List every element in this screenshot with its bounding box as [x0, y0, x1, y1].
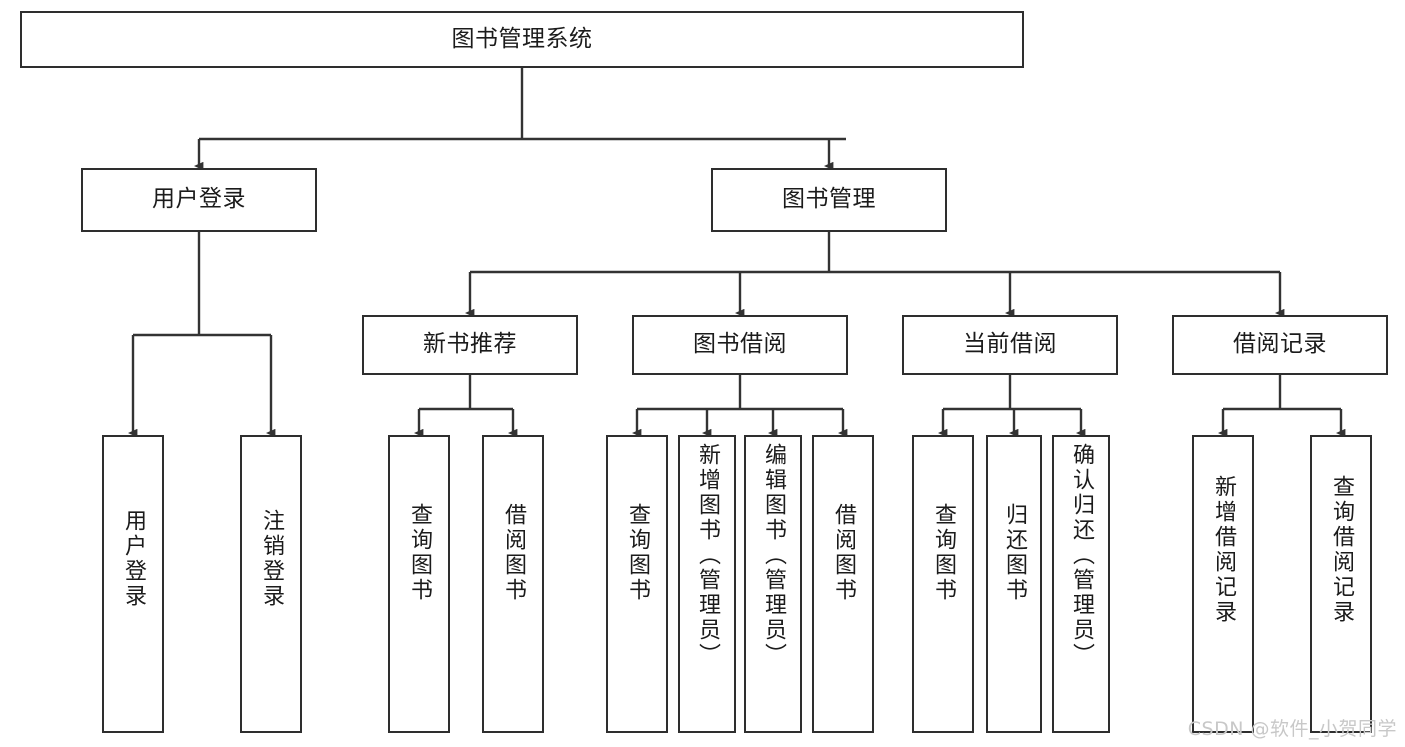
node-leaf-return-book[interactable]: 归还图书	[986, 435, 1042, 733]
node-leaf-add-borrow-record-label: 新增借阅记录	[1211, 475, 1236, 625]
node-leaf-borrow-book-recommend[interactable]: 借阅图书	[482, 435, 544, 733]
node-leaf-add-book-admin-label: 新增图书（管理员）	[695, 443, 720, 668]
node-root-label: 图书管理系统	[451, 25, 593, 52]
node-leaf-edit-book-admin[interactable]: 编辑图书（管理员）	[744, 435, 802, 733]
node-user-login-label: 用户登录	[152, 186, 246, 213]
node-new-book-recommend-label: 新书推荐	[423, 331, 517, 358]
node-user-login[interactable]: 用户登录	[81, 168, 317, 232]
node-leaf-borrow-book-borrow-label: 借阅图书	[831, 503, 856, 603]
watermark: CSDN @软件_小贺同学	[1187, 718, 1397, 740]
node-leaf-confirm-return-admin[interactable]: 确认归还（管理员）	[1052, 435, 1110, 733]
node-current-borrow[interactable]: 当前借阅	[902, 315, 1118, 375]
node-new-book-recommend[interactable]: 新书推荐	[362, 315, 578, 375]
node-leaf-query-book-current-label: 查询图书	[931, 503, 956, 603]
node-leaf-user-login[interactable]: 用户登录	[102, 435, 164, 733]
node-leaf-logout-label: 注销登录	[259, 509, 284, 609]
node-leaf-query-book-recommend[interactable]: 查询图书	[388, 435, 450, 733]
node-leaf-logout[interactable]: 注销登录	[240, 435, 302, 733]
node-borrow-record[interactable]: 借阅记录	[1172, 315, 1388, 375]
node-leaf-borrow-book-borrow[interactable]: 借阅图书	[812, 435, 874, 733]
node-borrow-record-label: 借阅记录	[1233, 331, 1327, 358]
node-current-borrow-label: 当前借阅	[963, 331, 1057, 358]
node-book-management-label: 图书管理	[782, 186, 876, 213]
node-leaf-return-book-label: 归还图书	[1002, 503, 1027, 603]
node-leaf-add-borrow-record[interactable]: 新增借阅记录	[1192, 435, 1254, 733]
node-leaf-query-book-recommend-label: 查询图书	[407, 503, 432, 603]
node-leaf-confirm-return-admin-label: 确认归还（管理员）	[1069, 443, 1094, 668]
node-leaf-edit-book-admin-label: 编辑图书（管理员）	[761, 443, 786, 668]
node-leaf-add-book-admin[interactable]: 新增图书（管理员）	[678, 435, 736, 733]
node-book-borrow[interactable]: 图书借阅	[632, 315, 848, 375]
node-root[interactable]: 图书管理系统	[20, 11, 1024, 68]
node-leaf-borrow-book-recommend-label: 借阅图书	[501, 503, 526, 603]
node-leaf-query-book-borrow[interactable]: 查询图书	[606, 435, 668, 733]
node-leaf-query-borrow-record-label: 查询借阅记录	[1329, 475, 1354, 625]
node-leaf-user-login-label: 用户登录	[121, 509, 146, 609]
node-book-management[interactable]: 图书管理	[711, 168, 947, 232]
node-book-borrow-label: 图书借阅	[693, 331, 787, 358]
node-leaf-query-book-current[interactable]: 查询图书	[912, 435, 974, 733]
node-leaf-query-book-borrow-label: 查询图书	[625, 503, 650, 603]
node-leaf-query-borrow-record[interactable]: 查询借阅记录	[1310, 435, 1372, 733]
